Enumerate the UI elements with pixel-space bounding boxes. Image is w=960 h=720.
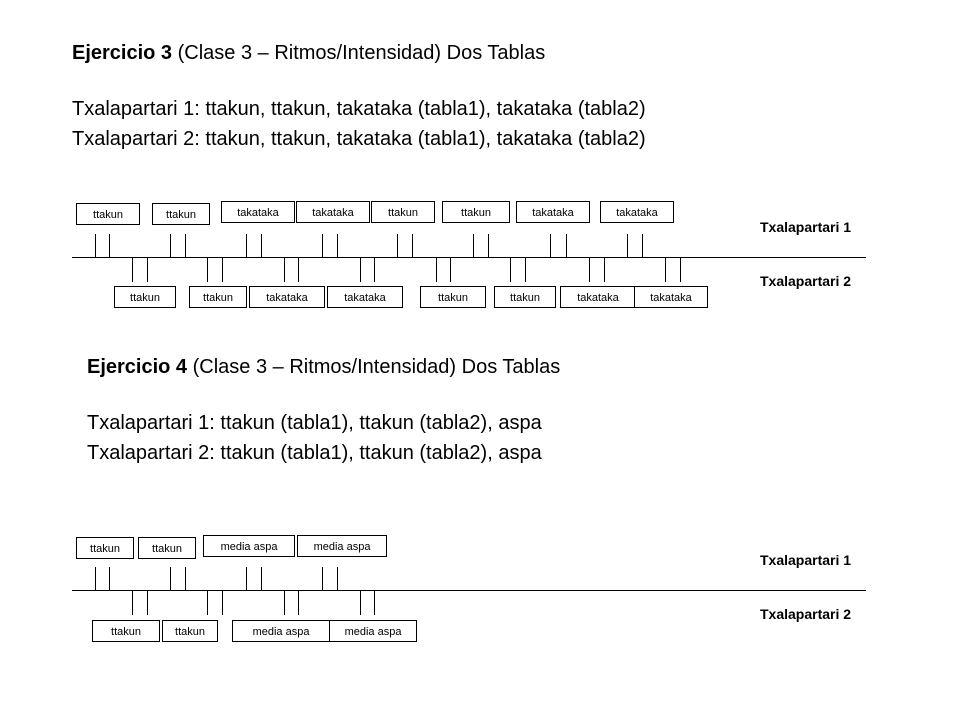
ex3-bottom-tick bbox=[510, 258, 511, 282]
ex4-bottom-tick bbox=[222, 591, 223, 615]
ex3-bottom-tick bbox=[374, 258, 375, 282]
ex3-top-tick bbox=[473, 234, 474, 258]
ex3-bottom-tick bbox=[207, 258, 208, 282]
ex3-label-txalapartari-1: Txalapartari 1 bbox=[760, 219, 852, 235]
ex3-top-box: takataka bbox=[221, 201, 295, 223]
ex3-bottom-tick bbox=[284, 258, 285, 282]
ex4-timeline bbox=[72, 590, 866, 591]
ex3-top-tick bbox=[627, 234, 628, 258]
ex4-top-tick bbox=[322, 567, 323, 591]
ex3-bottom-tick bbox=[360, 258, 361, 282]
ex4-top-box: media aspa bbox=[203, 535, 295, 557]
ex3-top-tick bbox=[322, 234, 323, 258]
ex3-top-tick bbox=[488, 234, 489, 258]
ex4-title-bold: Ejercicio 4 bbox=[87, 356, 188, 378]
ex3-top-tick bbox=[246, 234, 247, 258]
ex3-top-tick bbox=[397, 234, 398, 258]
ex4-line-1: Txalapartari 1: ttakun (tabla1), ttakun … bbox=[87, 412, 542, 434]
ex3-bottom-box: ttakun bbox=[420, 286, 486, 308]
ex4-bottom-box: ttakun bbox=[162, 620, 218, 642]
ex4-top-tick bbox=[170, 567, 171, 591]
ex4-line-2: Txalapartari 2: ttakun (tabla1), ttakun … bbox=[87, 442, 542, 464]
ex3-top-tick bbox=[550, 234, 551, 258]
ex3-bottom-tick bbox=[132, 258, 133, 282]
ex4-bottom-tick bbox=[360, 591, 361, 615]
ex3-top-box: ttakun bbox=[152, 203, 210, 225]
ex4-bottom-tick bbox=[147, 591, 148, 615]
ex3-top-tick bbox=[412, 234, 413, 258]
ex3-bottom-tick bbox=[604, 258, 605, 282]
ex4-title-rest: (Clase 3 – Ritmos/Intensidad) Dos Tablas bbox=[187, 356, 561, 378]
ex3-top-box: takataka bbox=[296, 201, 370, 223]
ex3-top-tick bbox=[337, 234, 338, 258]
ex4-top-tick bbox=[337, 567, 338, 591]
ex3-title-rest: (Clase 3 – Ritmos/Intensidad) Dos Tablas bbox=[172, 42, 546, 64]
ex3-top-tick bbox=[566, 234, 567, 258]
ex3-bottom-box: ttakun bbox=[114, 286, 176, 308]
ex3-bottom-tick bbox=[450, 258, 451, 282]
ex3-bottom-tick bbox=[680, 258, 681, 282]
ex4-top-tick bbox=[185, 567, 186, 591]
ex3-line-1: Txalapartari 1: ttakun, ttakun, takataka… bbox=[72, 98, 646, 120]
ex4-label-txalapartari-2: Txalapartari 2 bbox=[760, 606, 852, 622]
ex3-top-box: ttakun bbox=[76, 203, 140, 225]
ex4-top-box: ttakun bbox=[76, 537, 134, 559]
ex4-bottom-box: media aspa bbox=[329, 620, 417, 642]
ex3-bottom-box: takataka bbox=[327, 286, 403, 308]
ex3-top-box: takataka bbox=[600, 201, 674, 223]
ex3-bottom-tick bbox=[589, 258, 590, 282]
ex3-top-tick bbox=[170, 234, 171, 258]
ex3-bottom-box: takataka bbox=[249, 286, 325, 308]
ex4-top-box: media aspa bbox=[297, 535, 387, 557]
ex4-top-tick bbox=[246, 567, 247, 591]
ex3-line-2: Txalapartari 2: ttakun, ttakun, takataka… bbox=[72, 128, 646, 150]
ex3-title: Ejercicio 3 (Clase 3 – Ritmos/Intensidad… bbox=[72, 40, 545, 66]
ex4-bottom-box: media aspa bbox=[232, 620, 330, 642]
ex3-top-box: ttakun bbox=[371, 201, 435, 223]
ex4-top-box: ttakun bbox=[138, 537, 196, 559]
ex3-top-tick bbox=[185, 234, 186, 258]
ex4-label-txalapartari-1: Txalapartari 1 bbox=[760, 552, 852, 568]
ex3-bottom-box: takataka bbox=[634, 286, 708, 308]
ex3-top-tick bbox=[642, 234, 643, 258]
ex3-bottom-tick bbox=[147, 258, 148, 282]
ex3-top-tick bbox=[95, 234, 96, 258]
ex4-bottom-tick bbox=[298, 591, 299, 615]
ex4-top-tick bbox=[261, 567, 262, 591]
ex4-bottom-tick bbox=[207, 591, 208, 615]
ex4-top-tick bbox=[109, 567, 110, 591]
ex3-bottom-box: ttakun bbox=[189, 286, 247, 308]
ex3-bottom-tick bbox=[298, 258, 299, 282]
ex3-top-tick bbox=[261, 234, 262, 258]
ex3-bottom-box: takataka bbox=[560, 286, 636, 308]
ex4-title: Ejercicio 4 (Clase 3 – Ritmos/Intensidad… bbox=[87, 354, 560, 380]
ex3-bottom-tick bbox=[665, 258, 666, 282]
ex3-label-txalapartari-2: Txalapartari 2 bbox=[760, 273, 852, 289]
ex3-timeline bbox=[72, 257, 866, 258]
ex3-bottom-tick bbox=[525, 258, 526, 282]
ex4-bottom-tick bbox=[132, 591, 133, 615]
ex3-bottom-tick bbox=[436, 258, 437, 282]
ex4-top-tick bbox=[95, 567, 96, 591]
ex3-top-tick bbox=[109, 234, 110, 258]
ex4-bottom-tick bbox=[284, 591, 285, 615]
ex3-bottom-box: ttakun bbox=[494, 286, 556, 308]
ex3-top-box: ttakun bbox=[442, 201, 510, 223]
ex4-bottom-tick bbox=[374, 591, 375, 615]
ex3-bottom-tick bbox=[222, 258, 223, 282]
ex4-bottom-box: ttakun bbox=[92, 620, 160, 642]
ex3-title-bold: Ejercicio 3 bbox=[72, 42, 173, 64]
ex3-top-box: takataka bbox=[516, 201, 590, 223]
